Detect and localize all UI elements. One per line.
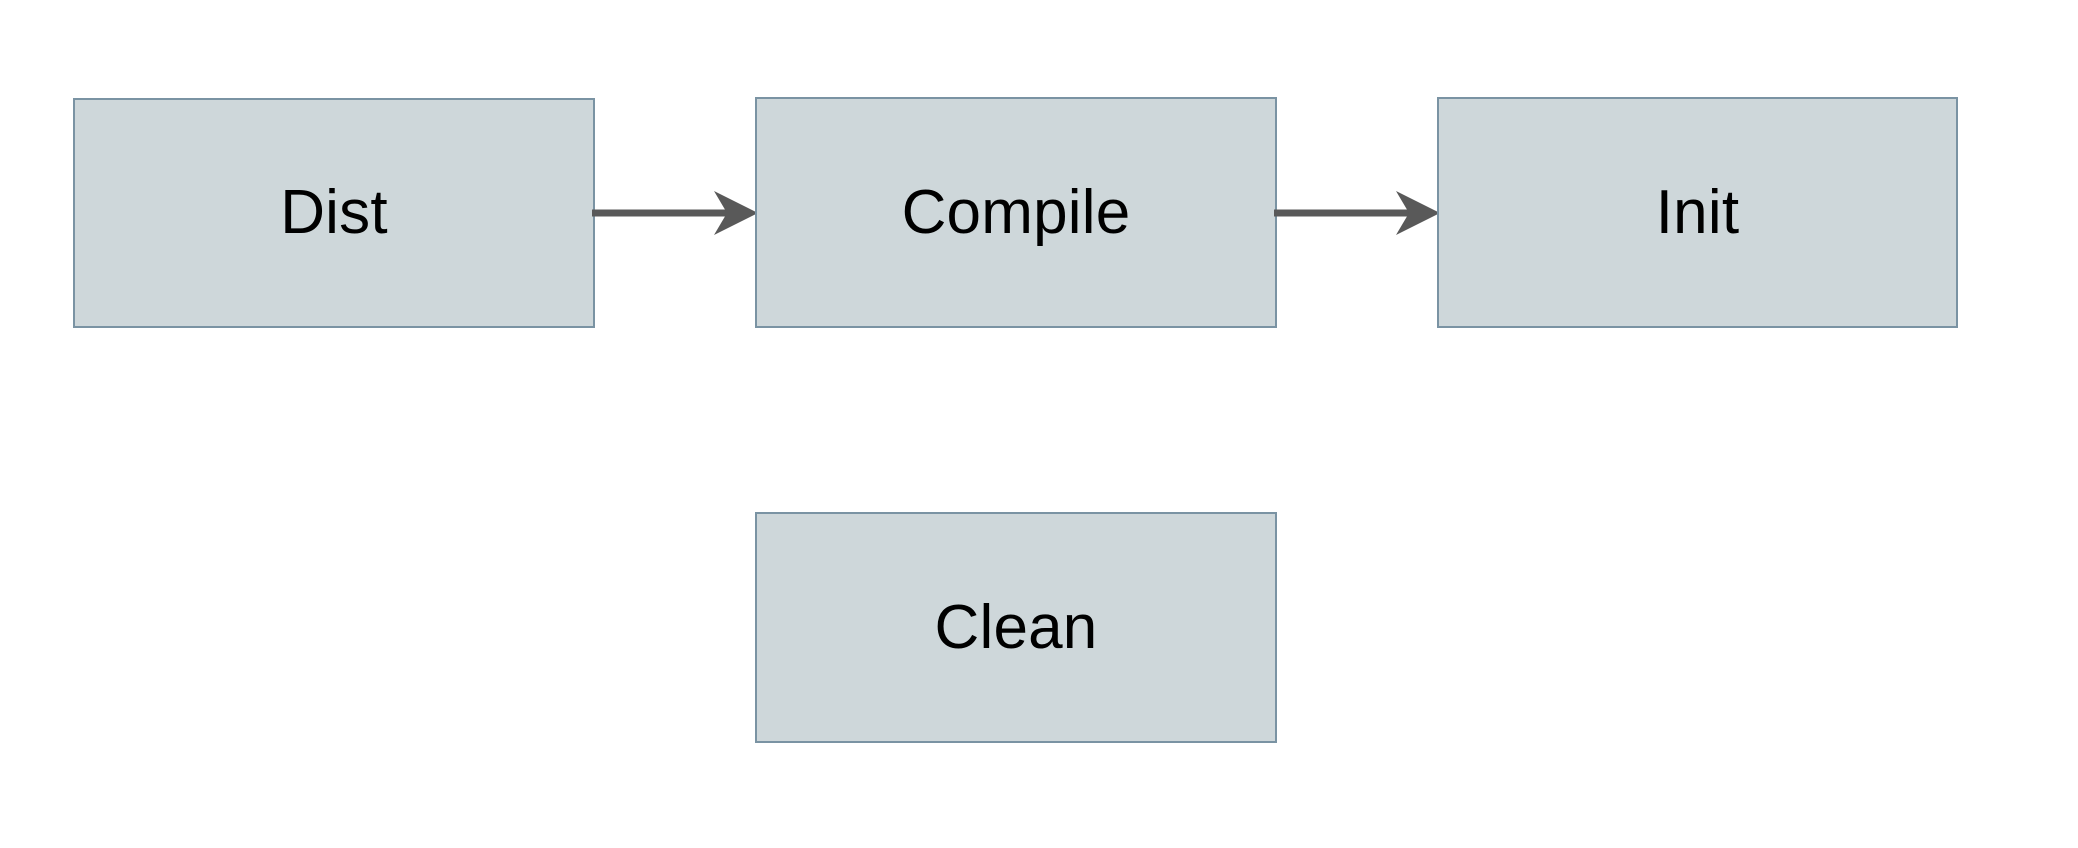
node-compile-label: Compile: [901, 177, 1131, 247]
edge-compile-to-init[interactable]: [1270, 183, 1445, 243]
edge-compile-to-init-arrowhead: [1396, 191, 1440, 235]
node-clean[interactable]: Clean: [755, 512, 1277, 743]
edge-dist-to-compile-arrowhead: [714, 191, 758, 235]
node-compile[interactable]: Compile: [755, 97, 1277, 328]
node-dist[interactable]: Dist: [73, 98, 595, 328]
node-dist-label: Dist: [280, 178, 388, 247]
edge-dist-to-compile[interactable]: [588, 183, 763, 243]
node-init[interactable]: Init: [1437, 97, 1958, 328]
node-clean-label: Clean: [934, 592, 1098, 662]
node-init-label: Init: [1655, 177, 1740, 247]
